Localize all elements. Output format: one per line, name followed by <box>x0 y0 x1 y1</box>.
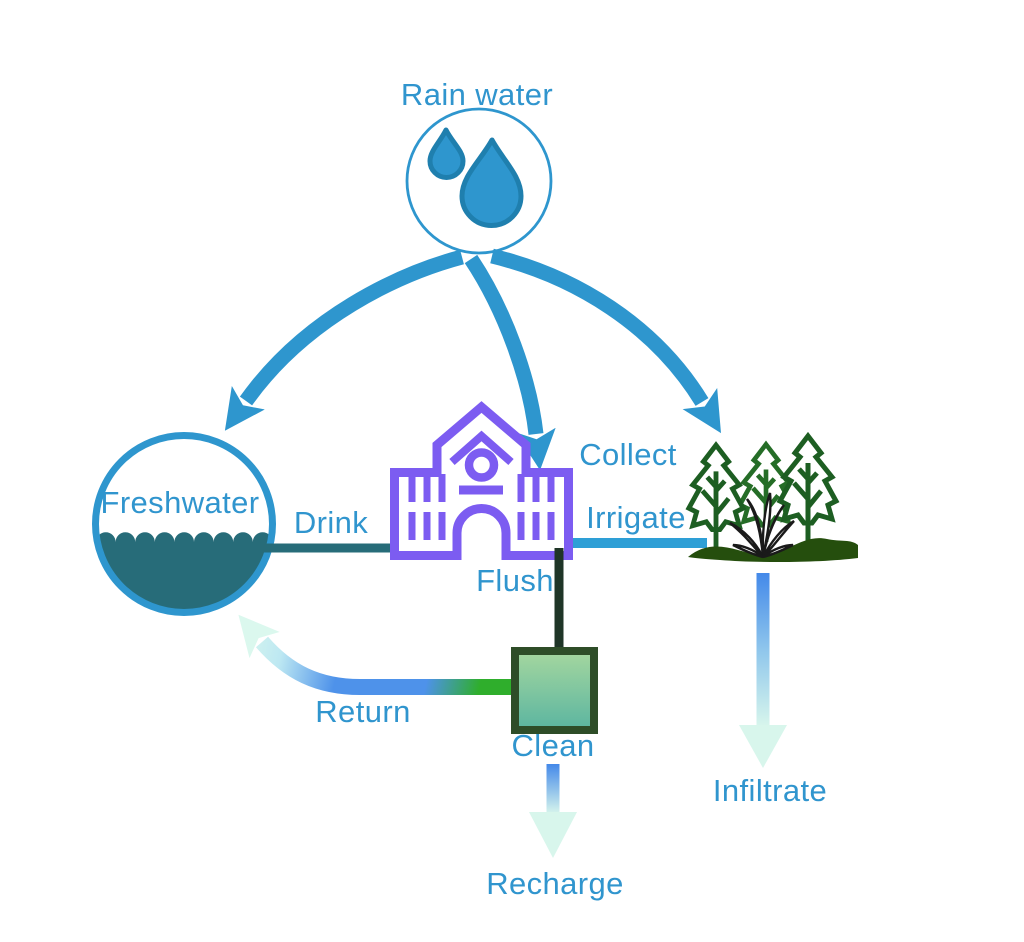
freshwater-tank-icon <box>92 432 276 616</box>
freshwater-label: Freshwater <box>100 485 260 520</box>
raindrop-small-icon <box>427 127 466 180</box>
recharge-arrowhead <box>529 812 577 858</box>
arrow-rain-to-freshwater <box>224 249 464 431</box>
infiltrate-arrow <box>739 573 787 768</box>
clean-box-icon <box>511 647 598 734</box>
return-arrow <box>238 614 511 695</box>
trees-icon <box>688 436 858 563</box>
freshwater-ring <box>92 432 276 616</box>
tree-left <box>689 445 743 547</box>
recharge-arrow <box>529 764 577 858</box>
recharge-label: Recharge <box>486 866 624 901</box>
arrow-rain-to-building <box>464 254 556 471</box>
clean-label: Clean <box>511 728 595 763</box>
building-icon <box>390 401 573 560</box>
building-windows <box>408 474 555 540</box>
collect-label: Collect <box>579 437 677 472</box>
rain-arrows <box>224 248 722 471</box>
flush-label: Flush <box>476 563 554 598</box>
raindrop-large-icon <box>459 137 524 228</box>
infiltrate-label: Infiltrate <box>712 773 828 808</box>
infiltrate-arrowhead <box>739 725 787 768</box>
drink-label: Drink <box>293 505 369 540</box>
building-round-window <box>464 448 499 482</box>
irrigate-label: Irrigate <box>586 500 686 535</box>
building-door-arch <box>452 504 511 560</box>
return-label: Return <box>315 694 411 729</box>
building-roof-inner <box>449 430 514 466</box>
grass-icon <box>729 492 795 559</box>
rain-icon <box>405 107 553 255</box>
building-roof <box>432 401 531 477</box>
rain-label: Rain water <box>400 77 554 112</box>
ground <box>688 538 858 563</box>
freshwater-water <box>96 532 273 613</box>
arrow-rain-to-trees <box>490 248 722 434</box>
